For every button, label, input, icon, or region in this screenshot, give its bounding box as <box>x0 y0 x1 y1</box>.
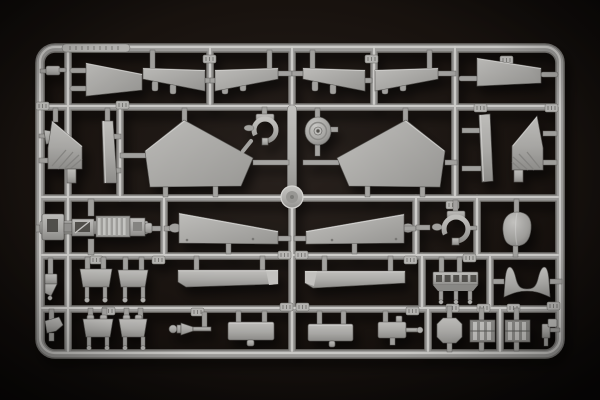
sprue-photo <box>0 0 600 400</box>
vignette-overlay <box>0 0 600 400</box>
sprue-photo-canvas <box>0 0 600 400</box>
